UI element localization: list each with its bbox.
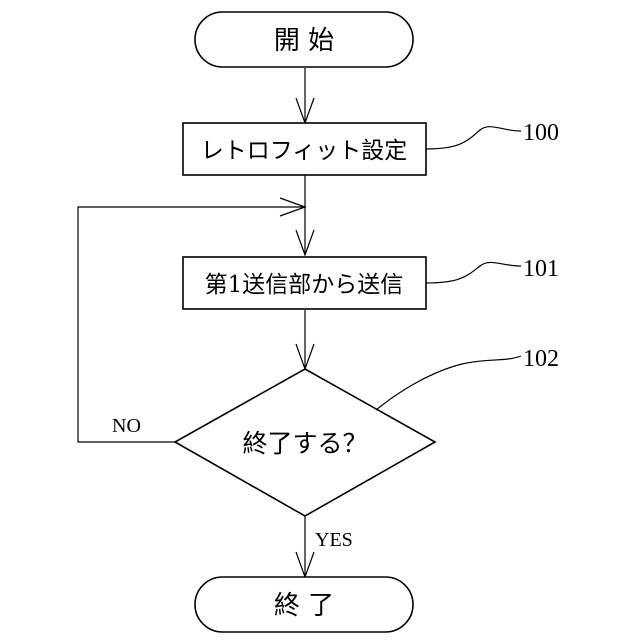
retrofit-label: レトロフィット設定 xyxy=(201,138,408,164)
no-label: NO xyxy=(112,415,141,437)
ref-101: 101 xyxy=(523,256,559,282)
end-label: 終 了 xyxy=(274,591,334,621)
start-label: 開 始 xyxy=(274,26,334,56)
send-label: 第1送信部から送信 xyxy=(205,272,404,298)
leader-101 xyxy=(426,262,521,283)
leader-100 xyxy=(426,127,521,149)
decision-label: 終了する？ xyxy=(242,429,367,458)
yes-label: YES xyxy=(315,529,353,551)
ref-100: 100 xyxy=(523,120,559,146)
ref-102: 102 xyxy=(523,346,559,372)
leader-102 xyxy=(376,356,521,410)
